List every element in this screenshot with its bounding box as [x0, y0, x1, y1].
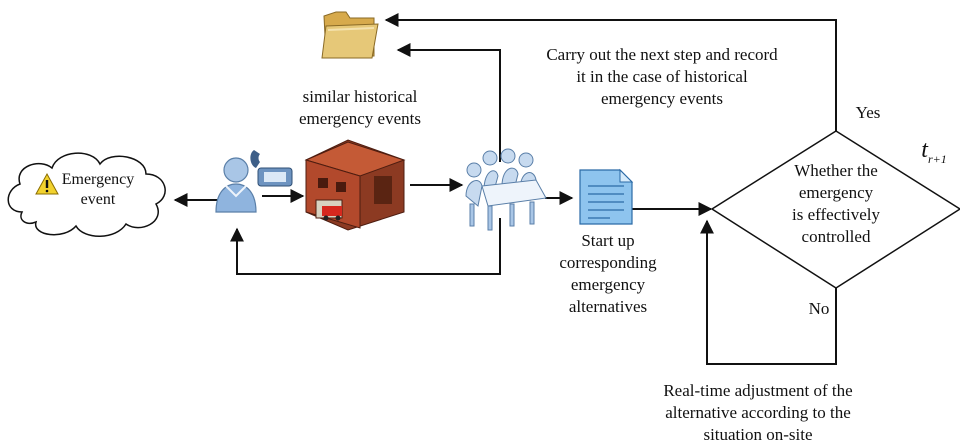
- carry-out-label: Carry out the next step and record it in…: [546, 45, 778, 108]
- decision-label: Whether the emergency is effectively con…: [792, 161, 880, 246]
- arrow-no-feedback: [700, 219, 837, 365]
- operator-icon: [215, 157, 257, 213]
- telephone-icon: [250, 150, 293, 187]
- document-icon: [579, 168, 634, 225]
- arrow-meeting-to-operator: [230, 218, 501, 275]
- yes-label: Yes: [855, 103, 881, 122]
- start-up-label: Start up corresponding emergency alterna…: [559, 231, 657, 316]
- meeting-icon: [465, 148, 547, 231]
- arrow-meeting-to-folder: [396, 43, 501, 162]
- connectors: [173, 13, 837, 365]
- fire-station-icon: [304, 139, 406, 231]
- warning-icon: [35, 172, 59, 195]
- realtime-label: Real-time adjustment of the alternative …: [663, 381, 853, 444]
- time-label: tr+1: [921, 137, 947, 166]
- similar-events-label: similar historical emergency events: [299, 87, 421, 128]
- folder-icon: [321, 11, 379, 59]
- arrow-yes-to-folder: [384, 13, 837, 131]
- no-label: No: [808, 299, 830, 318]
- decision-diamond: [710, 130, 960, 289]
- emergency-event-label: Emergency event: [61, 171, 135, 208]
